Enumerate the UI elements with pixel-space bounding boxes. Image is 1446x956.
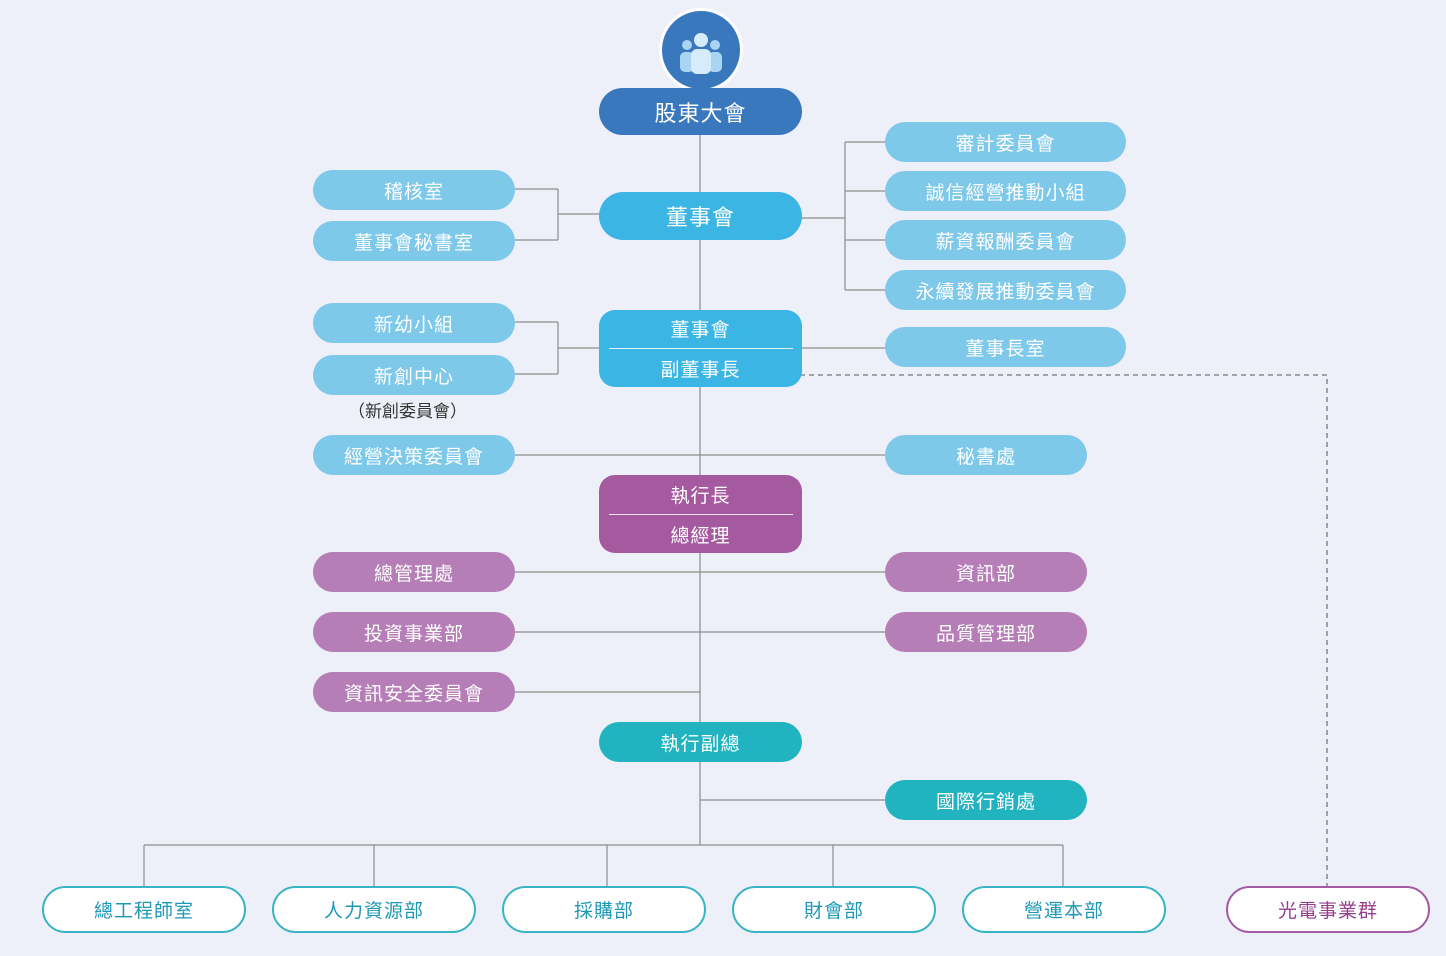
chairman-office-node: 董事長室 [885, 327, 1126, 367]
vice-chairman-line2: 副董事長 [660, 359, 741, 381]
quality-management-node: 品質管理部 [885, 612, 1087, 652]
optoelectronics-group-node: 光電事業群 [1226, 886, 1430, 933]
ceo-divider [608, 513, 793, 515]
vice-chairman-divider [608, 348, 793, 349]
new-young-group-node: 新幼小組 [313, 303, 515, 343]
investment-division-node: 投資事業部 [313, 612, 515, 652]
board-secretary-office-node: 董事會秘書室 [313, 221, 515, 261]
international-marketing-node: 國際行銷處 [885, 780, 1087, 820]
board-of-directors-node: 董事會 [599, 192, 802, 240]
ceo-line2: 總經理 [670, 524, 731, 547]
shareholders-meeting-node: 股東大會 [599, 88, 802, 135]
audit-office-node: 稽核室 [313, 170, 515, 210]
innovation-center-node: 新創中心 [313, 355, 515, 395]
procurement-department-node: 採購部 [502, 886, 706, 933]
vice-chairman-line1: 董事會 [670, 319, 731, 341]
infosec-committee-node: 資訊安全委員會 [313, 672, 515, 712]
remuneration-committee-node: 薪資報酬委員會 [885, 220, 1126, 260]
integrity-group-node: 誠信經營推動小組 [885, 171, 1126, 211]
innovation-committee-note: （新創委員會） [348, 402, 467, 422]
shareholders-icon-circle [659, 8, 743, 92]
operations-division-node: 營運本部 [962, 886, 1166, 933]
audit-committee-node: 審計委員會 [885, 122, 1126, 162]
evp-node: 執行副總 [599, 722, 802, 762]
sustainability-committee-node: 永續發展推動委員會 [885, 270, 1126, 310]
decision-committee-node: 經營決策委員會 [313, 435, 515, 475]
general-management-node: 總管理處 [313, 552, 515, 592]
ceo-node: 執行長 總經理 [599, 475, 802, 553]
secretariat-node: 秘書處 [885, 435, 1087, 475]
people-group-icon [680, 33, 722, 74]
vice-chairman-node: 董事會 副董事長 [599, 310, 802, 387]
hr-department-node: 人力資源部 [272, 886, 476, 933]
ceo-line1: 執行長 [670, 484, 731, 507]
chief-engineer-office-node: 總工程師室 [42, 886, 246, 933]
finance-department-node: 財會部 [732, 886, 936, 933]
it-department-node: 資訊部 [885, 552, 1087, 592]
